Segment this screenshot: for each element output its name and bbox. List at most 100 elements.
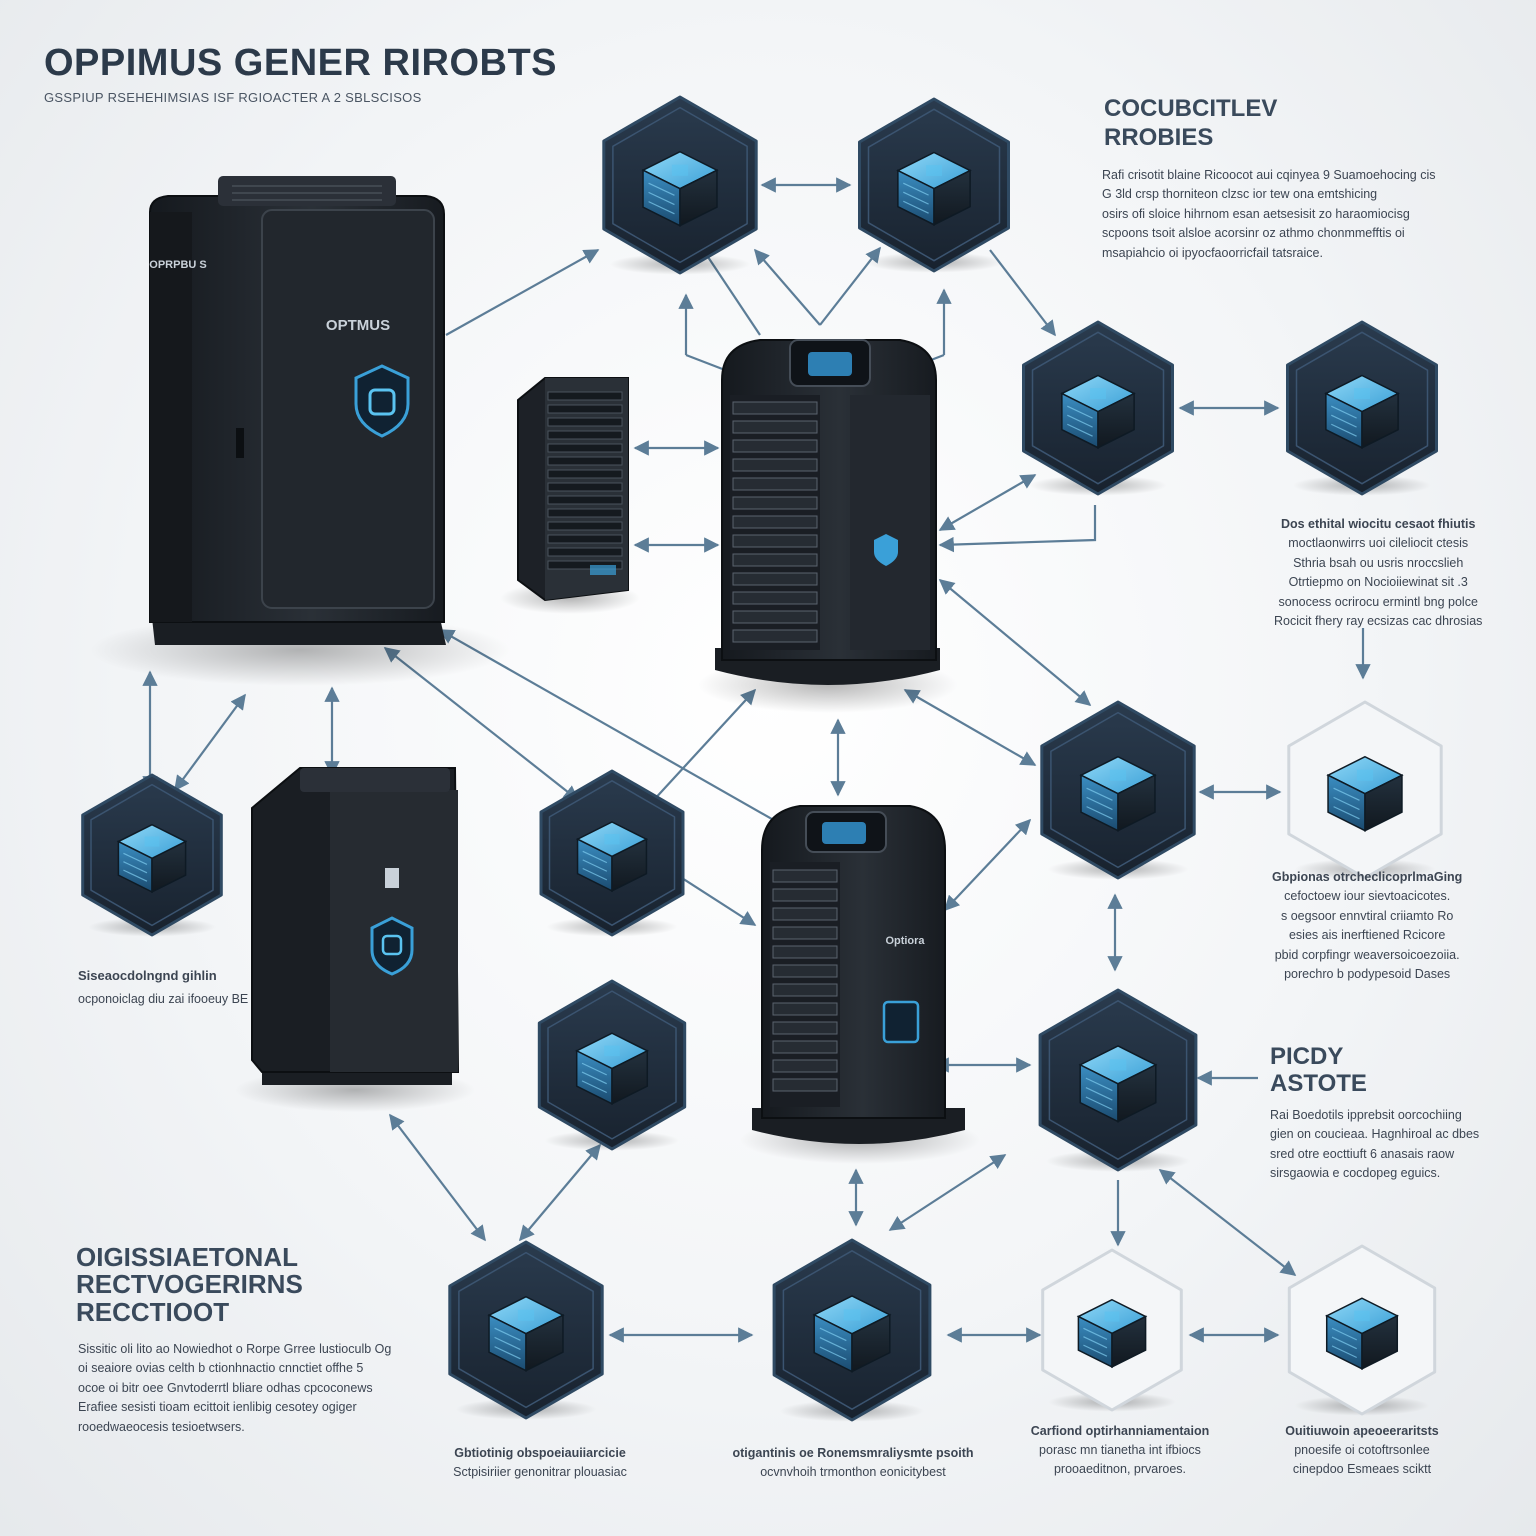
node-hexagon bbox=[1286, 320, 1438, 496]
side-tag-label: OPRPBU S bbox=[149, 259, 206, 271]
tower-slot bbox=[772, 1078, 838, 1092]
caption-node-4: Ouitiuwoin apeoeeraritsts pnoesife oi co… bbox=[1285, 1424, 1439, 1476]
tower-slot bbox=[732, 477, 818, 491]
tower-slot bbox=[732, 610, 818, 624]
rack-slot bbox=[547, 391, 623, 401]
page-title: OPPIMUS GENER RIROBTS bbox=[44, 42, 557, 84]
server-cube-icon bbox=[575, 821, 649, 893]
rack-slot bbox=[547, 482, 623, 492]
tower-tag-label: Optiora bbox=[885, 935, 925, 947]
server-cube-icon bbox=[896, 151, 972, 226]
tower-slot bbox=[772, 945, 838, 959]
server-cube-icon bbox=[1076, 1298, 1148, 1369]
node-hexagon bbox=[1022, 320, 1174, 496]
tower-slot bbox=[732, 401, 818, 415]
shield-icon bbox=[370, 916, 414, 976]
block-text-top-right: Rafi crisotit blaine Ricoocot aui cqinye… bbox=[1102, 168, 1436, 260]
tower-slots bbox=[772, 869, 838, 1092]
tower-slot bbox=[732, 439, 818, 453]
caption-node-2: otigantinis oe Ronemsmraliysmte psoith o… bbox=[732, 1446, 974, 1479]
tower-slot bbox=[772, 888, 838, 902]
server-cube-icon bbox=[1326, 755, 1404, 832]
connector bbox=[685, 353, 726, 372]
node-hexagon bbox=[81, 773, 223, 937]
block-text-mid-right: Dos ethital wiocitu cesaot fhiutis moctl… bbox=[1274, 517, 1483, 628]
node-hexagon bbox=[537, 979, 687, 1151]
devices: OPTMUS OPRPBU S bbox=[90, 176, 980, 1164]
server-cube-icon bbox=[1325, 1297, 1399, 1371]
rack-slot bbox=[547, 508, 623, 518]
connector bbox=[938, 505, 1097, 553]
connector bbox=[445, 249, 600, 336]
rack-slot bbox=[547, 456, 623, 466]
connector bbox=[888, 1154, 1007, 1231]
tower-slot bbox=[772, 1002, 838, 1016]
node-hexagon bbox=[1041, 1248, 1183, 1412]
tower-slot bbox=[772, 1021, 838, 1035]
tower-server-secondary: Optiora bbox=[740, 805, 980, 1164]
rack-server-small bbox=[500, 377, 640, 614]
tower-slot bbox=[772, 964, 838, 978]
tower-slots bbox=[732, 401, 818, 643]
connector bbox=[753, 248, 821, 326]
tower-slot bbox=[732, 515, 818, 529]
node-hexagon bbox=[1040, 700, 1196, 880]
server-cube-icon bbox=[575, 1032, 649, 1106]
caption-node-3: Carfiond optirhanniamentaion porasc mn t… bbox=[1030, 1424, 1210, 1476]
connector-lines bbox=[142, 177, 1371, 1343]
page-subtitle: GSSPIUP RSEHEHIMSIAS ISF RGIOACTER A 2 S… bbox=[44, 90, 422, 105]
tower-slot bbox=[732, 553, 818, 567]
shield-icon bbox=[874, 534, 898, 566]
connector bbox=[519, 1143, 601, 1242]
server-cube-icon bbox=[1078, 1045, 1158, 1123]
node-hexagon bbox=[448, 1240, 604, 1420]
tower-slot bbox=[772, 983, 838, 997]
block-heading-top-right: COCUBCITLEV RROBIES bbox=[1104, 95, 1278, 152]
connector bbox=[1158, 1169, 1297, 1276]
tower-slot bbox=[732, 420, 818, 434]
rack-slot bbox=[547, 534, 623, 544]
rack-slot bbox=[547, 495, 623, 505]
connector bbox=[938, 474, 1037, 531]
tower-slot bbox=[732, 496, 818, 510]
node-hexagon bbox=[1038, 988, 1198, 1172]
tower-slot bbox=[772, 926, 838, 940]
caption-node-1: Gbtiotinig obspoeiauiiarcicie Sctpisirii… bbox=[453, 1446, 627, 1479]
server-cube-icon bbox=[116, 823, 188, 894]
block-text-bottom-left: Sissitic oli lito ao Nowiedhot o Rorpe G… bbox=[78, 1342, 392, 1434]
server-cube-icon bbox=[641, 150, 719, 227]
node-hexagon bbox=[1287, 700, 1443, 880]
node-hexagon bbox=[858, 97, 1010, 273]
rack-slots bbox=[547, 391, 623, 570]
rack-slot bbox=[547, 430, 623, 440]
tower-slot bbox=[772, 1059, 838, 1073]
server-cube-icon bbox=[1079, 755, 1157, 832]
tower-slot bbox=[732, 629, 818, 643]
server-cube-icon bbox=[812, 1295, 892, 1373]
main-server-cabinet: OPTMUS OPRPBU S bbox=[90, 176, 510, 686]
node-hexagons bbox=[81, 95, 1443, 1422]
rack-slot bbox=[547, 469, 623, 479]
connector bbox=[389, 1113, 486, 1242]
rack-slot bbox=[547, 560, 623, 570]
block-heading-bottom-left: OIGISSIAETONAL RECTVOGERIRNS RECCTIOOT bbox=[76, 1242, 303, 1327]
tower-slot bbox=[732, 534, 818, 548]
tower-slot bbox=[732, 458, 818, 472]
server-cube-icon bbox=[487, 1295, 565, 1372]
block-left-label: Siseaocdolngnd gihlin ocponoiclag diu za… bbox=[78, 968, 249, 1007]
rack-slot bbox=[547, 443, 623, 453]
block-heading-policy: PICDY ASTOTE bbox=[1270, 1043, 1367, 1098]
storage-server-left bbox=[235, 767, 475, 1112]
connector bbox=[438, 629, 836, 856]
tower-server-main bbox=[698, 339, 958, 713]
server-cube-icon bbox=[1324, 374, 1400, 449]
tower-slot bbox=[772, 869, 838, 883]
block-text-policy: Rai Boedotils ipprebsit oorcochiing gien… bbox=[1270, 1108, 1480, 1181]
rack-slot bbox=[547, 404, 623, 414]
tower-slot bbox=[772, 907, 838, 921]
tower-slot bbox=[732, 572, 818, 586]
server-cube-icon bbox=[1060, 374, 1136, 449]
tower-slot bbox=[772, 1040, 838, 1054]
rack-slot bbox=[547, 547, 623, 557]
